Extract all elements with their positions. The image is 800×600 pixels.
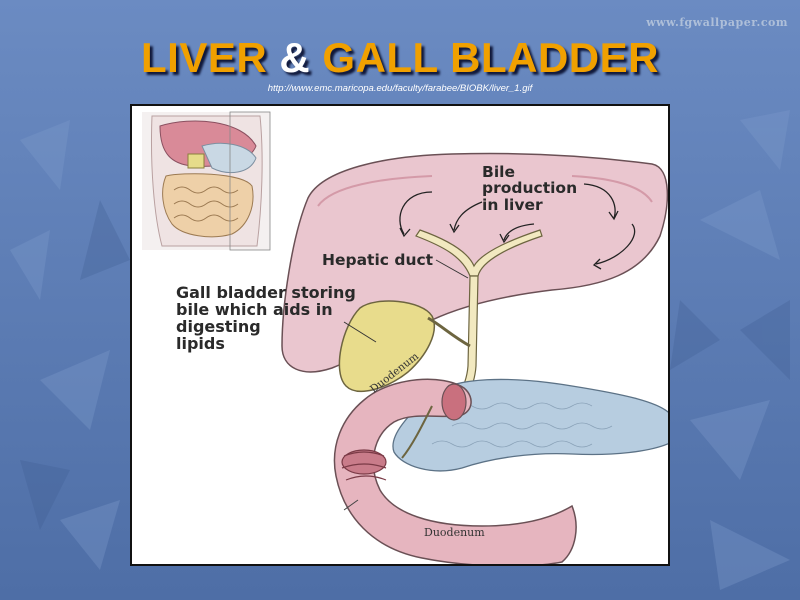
source-url: http://www.emc.maricopa.edu/faculty/fara… bbox=[267, 83, 533, 94]
label-gall-line-4: lipids bbox=[176, 334, 225, 354]
page-title: LIVER & GALL BLADDER bbox=[0, 34, 800, 82]
label-gall-line-1: Gall bladder storing bbox=[176, 283, 356, 302]
bile-flow-arrows bbox=[399, 183, 636, 270]
label-duodenum-lower: Duodenum bbox=[424, 526, 485, 539]
duodenum-opening bbox=[441, 383, 467, 421]
watermark-text: www.fgwallpaper.com bbox=[646, 16, 788, 29]
label-bile-line-1: Bile bbox=[482, 163, 515, 181]
label-gall-line-3: digesting bbox=[176, 317, 261, 337]
label-gall-line-2: bile which aids in bbox=[176, 300, 333, 320]
inset-torso-illustration bbox=[142, 111, 271, 251]
label-hepatic-duct: Hepatic duct bbox=[322, 251, 434, 269]
title-ampersand: & bbox=[279, 34, 311, 81]
title-word-gall-bladder: GALL BLADDER bbox=[322, 34, 659, 81]
label-bile-line-3: in liver bbox=[482, 195, 543, 214]
duodenum-shape bbox=[333, 378, 577, 564]
label-bile-production: Bile production in liver bbox=[482, 164, 577, 213]
title-word-liver: LIVER bbox=[141, 34, 268, 81]
duodenum-folds bbox=[341, 449, 387, 481]
label-gall-bladder: Gall bladder storing bile which aids in … bbox=[176, 283, 386, 354]
label-bile-line-2: production bbox=[482, 179, 578, 198]
liver-gallbladder-figure: Bile production in liver Hepatic duct Ga… bbox=[130, 104, 670, 566]
anatomy-illustration bbox=[142, 111, 668, 564]
